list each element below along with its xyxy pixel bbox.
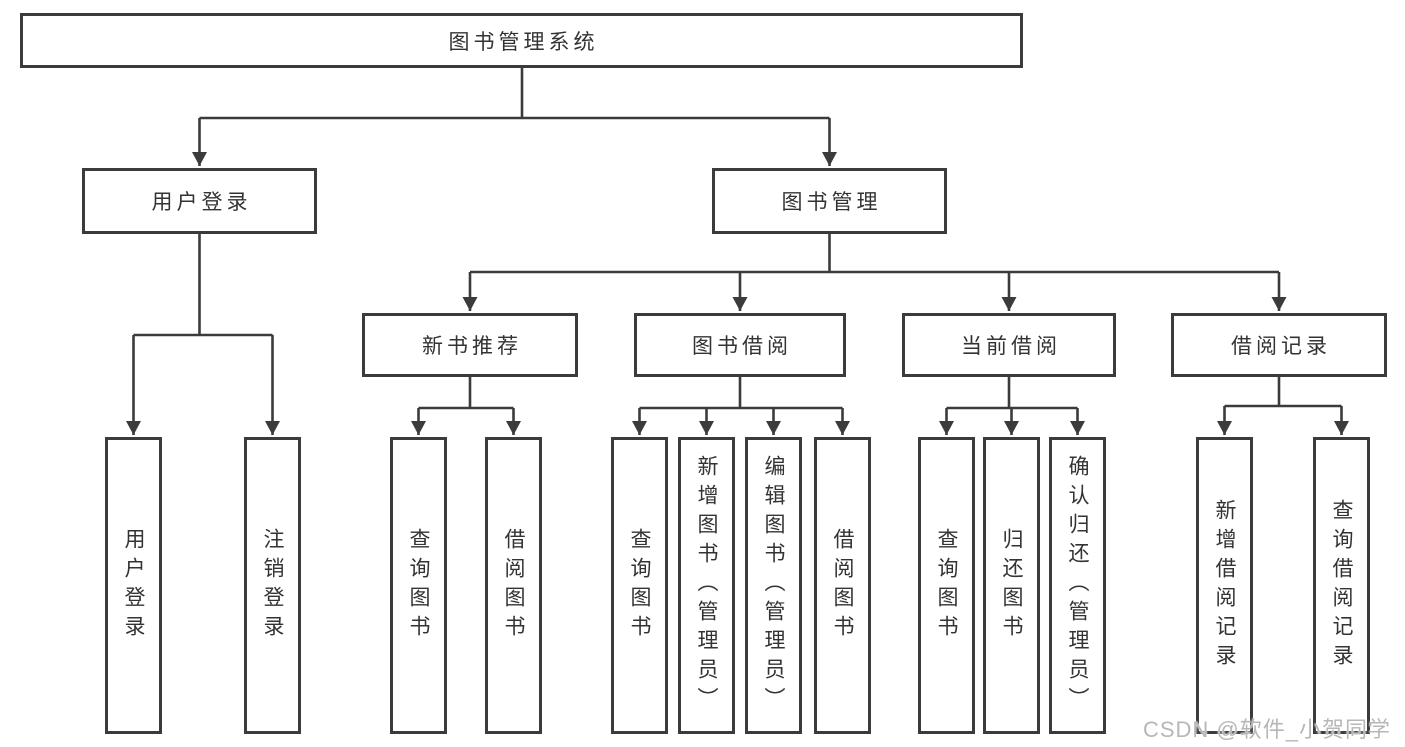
leaf-add-borrow-record: 新增借阅记录 [1196,437,1253,734]
node-book-borrowing: 图书借阅 [634,313,846,377]
leaf-query-books-borrowing: 查询图书 [611,437,668,734]
node-new-book-recommend: 新书推荐 [362,313,578,377]
node-user-login: 用户登录 [82,168,317,234]
leaf-borrow-books-recommend: 借阅图书 [485,437,542,734]
leaf-label: 归还图书 [1000,527,1023,644]
leaf-logout: 注销登录 [244,437,301,734]
leaf-add-book-admin: 新增图书（管理员） [678,437,735,734]
node-borrow-records: 借阅记录 [1171,313,1387,377]
leaf-label: 借阅图书 [831,527,854,644]
leaf-borrow-books-borrowing: 借阅图书 [814,437,871,734]
leaf-label: 借阅图书 [502,527,525,644]
leaf-label: 确认归还（管理员） [1066,455,1089,716]
leaf-label: 查询图书 [935,527,958,644]
leaf-label: 查询借阅记录 [1330,498,1353,673]
node-book-management: 图书管理 [712,168,947,234]
node-root: 图书管理系统 [20,13,1023,68]
leaf-label: 新增图书（管理员） [695,455,718,716]
leaf-label: 查询图书 [628,527,651,644]
leaf-user-login: 用户登录 [105,437,162,734]
leaf-label: 新增借阅记录 [1213,498,1236,673]
leaf-label: 用户登录 [122,527,145,644]
leaf-query-borrow-record: 查询借阅记录 [1313,437,1370,734]
leaf-query-books-recommend: 查询图书 [390,437,447,734]
leaf-edit-book-admin: 编辑图书（管理员） [745,437,802,734]
leaf-query-books-current: 查询图书 [918,437,975,734]
leaf-return-books: 归还图书 [983,437,1040,734]
csdn-watermark: CSDN @软件_小贺同学 [1142,717,1391,742]
leaf-confirm-return-admin: 确认归还（管理员） [1049,437,1106,734]
node-current-borrowing: 当前借阅 [902,313,1116,377]
leaf-label: 注销登录 [261,527,284,644]
leaf-label: 查询图书 [407,527,430,644]
leaf-label: 编辑图书（管理员） [762,455,785,716]
